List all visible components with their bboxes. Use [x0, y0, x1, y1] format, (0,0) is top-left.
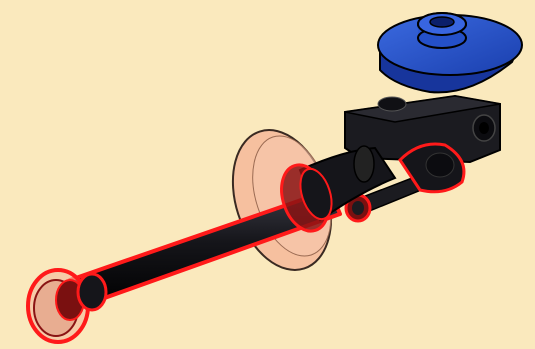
main-shaft [70, 146, 395, 306]
blue-dish [378, 13, 522, 92]
end-cap [28, 270, 106, 342]
